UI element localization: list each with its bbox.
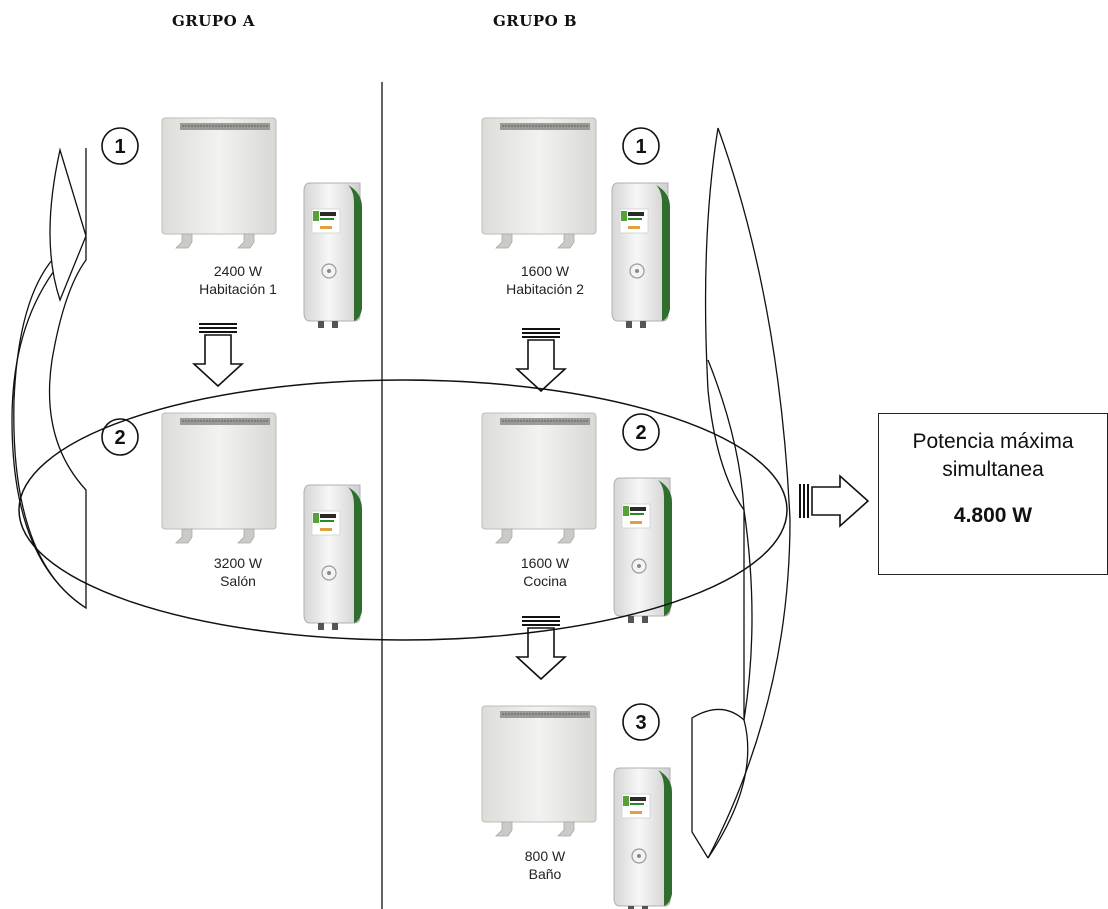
down-arrow-a [193,323,243,387]
heater-a1 [161,117,277,249]
down-arrow-b1 [516,328,566,392]
step-circle-b3 [622,703,660,741]
label-b3: 800 W Baño [480,847,610,883]
power-a2: 3200 W [213,555,263,571]
power-a1: 2400 W [213,263,263,279]
step-number-b1: 1 [635,136,646,158]
controller-b3 [613,767,673,909]
step-circle-b2 [622,413,660,451]
controller-a1 [303,182,363,329]
heater-b1 [481,117,597,249]
label-a1: 2400 W Habitación 1 [173,262,303,298]
max-power-value: 4.800 W [953,504,1033,527]
label-b2: 1600 W Cocina [480,554,610,590]
max-power-box: Potencia máxima simultanea 4.800 W [878,413,1108,575]
label-a2: 3200 W Salón [173,554,303,590]
step-number-a1: 1 [114,136,125,158]
heater-b3 [481,705,597,837]
controller-b2 [613,477,673,624]
room-b3: Baño [528,866,562,882]
power-b3: 800 W [524,848,566,864]
result-line-2: simultanea [942,458,1044,481]
simultaneous-ellipse [18,379,788,641]
step-circle-a1 [101,127,139,165]
step-number-b2: 2 [635,422,646,444]
room-a2: Salón [220,573,256,589]
step-number-b3: 3 [635,712,646,734]
step-circle-a2 [101,418,139,456]
step-circle-b1 [622,127,660,165]
controller-a2 [303,484,363,631]
label-b1: 1600 W Habitación 2 [480,262,610,298]
power-b1: 1600 W [520,263,570,279]
step-number-a2: 2 [114,427,125,449]
group-a-title: GRUPO A [172,12,256,30]
heater-a2 [161,412,277,544]
heater-b2 [481,412,597,544]
room-b2: Cocina [523,573,567,589]
controller-b1 [611,182,671,329]
room-b1: Habitación 2 [506,281,584,297]
down-arrow-b2 [516,616,566,680]
cycle-arrow-b [704,127,745,511]
power-b2: 1600 W [520,555,570,571]
group-b-title: GRUPO B [493,12,578,30]
room-a1: Habitación 1 [199,281,277,297]
result-line-1: Potencia máxima [912,430,1074,453]
